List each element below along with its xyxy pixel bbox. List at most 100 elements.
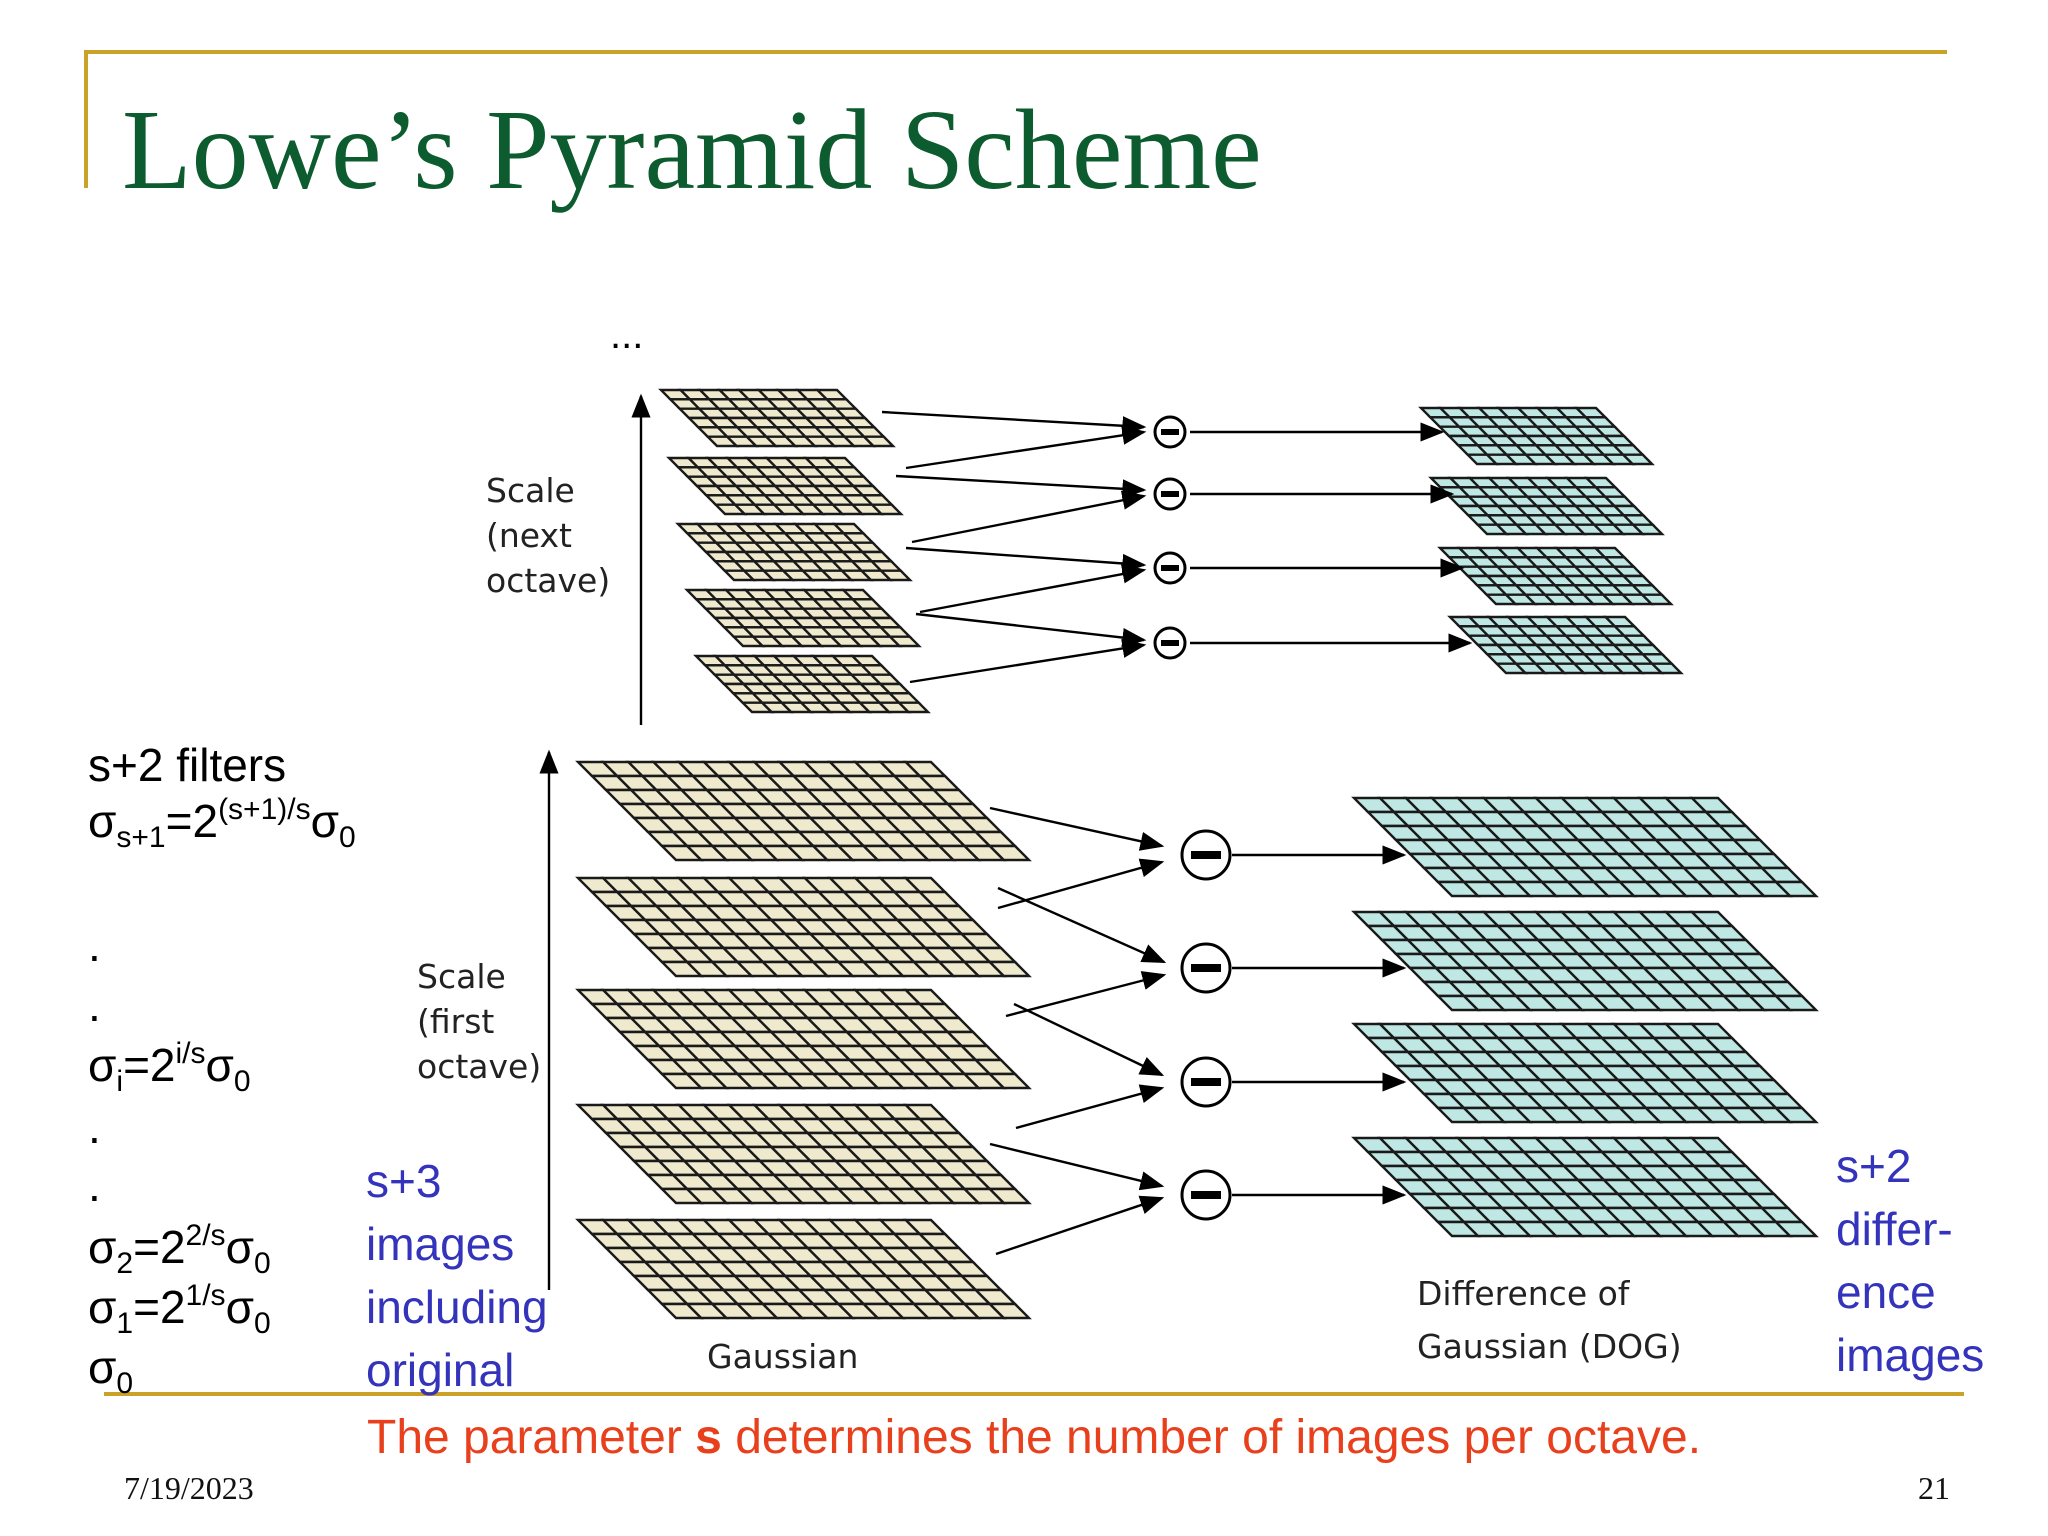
- minus-sign: [1161, 429, 1179, 435]
- dog-count-line-2: differ-: [1836, 1203, 1953, 1255]
- grid-cell: [1620, 453, 1655, 466]
- sigma-top-tail: σ: [310, 795, 339, 847]
- gaussian-count-line-2: images: [366, 1218, 515, 1270]
- sigma-1-sup: 1/s: [185, 1279, 226, 1312]
- f-layer-first-4: [575, 1103, 1032, 1205]
- grid-cell: [1773, 994, 1819, 1012]
- dog-count-line-1: s+2: [1836, 1140, 1912, 1192]
- connector-arrow: [895, 474, 1147, 499]
- ellipsis-dot-2: .: [88, 979, 101, 1031]
- grid-cell: [1639, 593, 1674, 606]
- gaussian-count-line-3: including: [366, 1281, 548, 1333]
- dog-label-line-2: Gaussian (DOG): [1417, 1327, 1682, 1366]
- f-layer-first-1: [575, 760, 1032, 862]
- sigma-1-sub: 1: [116, 1307, 134, 1340]
- grid-cell: [986, 960, 1032, 978]
- d-layer-next-3: [1437, 546, 1674, 606]
- gaussian-stack-next: [658, 388, 931, 714]
- grid-cell: [896, 701, 931, 714]
- sigma-0-base: σ: [88, 1341, 117, 1393]
- note-bold: s: [695, 1411, 722, 1464]
- connector-arrow: [1005, 971, 1167, 1018]
- ellipsis-dot-4: .: [88, 1159, 101, 1211]
- connector-arrow: [997, 886, 1167, 964]
- f-layer-first-3: [575, 988, 1032, 1090]
- d-layer-next-1: [1418, 406, 1655, 466]
- difference-operator-first-3: [1180, 1056, 1232, 1108]
- note-prefix: The parameter: [367, 1411, 696, 1464]
- connector-arrow: [881, 410, 1147, 436]
- minus-sign: [1191, 851, 1221, 859]
- sigma-i-eq: =2: [123, 1039, 176, 1091]
- connector-arrow: [905, 425, 1147, 470]
- minus-sign: [1161, 565, 1179, 571]
- sigma-0: σ0: [88, 1340, 133, 1399]
- filters-header: s+2 filters: [88, 739, 287, 791]
- dog-label: Difference of Gaussian (DOG): [1417, 1274, 1682, 1366]
- difference-operator-next-2: [1153, 477, 1187, 511]
- sigma-2-sub: 2: [116, 1247, 134, 1280]
- difference-operator-first-4: [1180, 1169, 1232, 1221]
- connector-arrow: [909, 638, 1147, 684]
- difference-operator-next-1: [1153, 415, 1187, 449]
- gaussian-count-line-1: s+3: [366, 1155, 442, 1207]
- gaussian-stack-first: [575, 760, 1032, 1320]
- difference-operator-next-4: [1153, 626, 1187, 660]
- connector-arrow: [995, 1195, 1165, 1256]
- sigma-top-sub: s+1: [116, 821, 166, 854]
- d-layer-next-4: [1447, 615, 1684, 675]
- note-suffix: determines the number of images per octa…: [721, 1411, 1702, 1464]
- slide-title: Lowe’s Pyramid Scheme: [122, 86, 1262, 213]
- grid-cell: [1630, 523, 1665, 536]
- grid-cell: [986, 1072, 1032, 1090]
- bottom-rule: [104, 1392, 1964, 1396]
- f-layer-next-2: [666, 456, 904, 516]
- connector-arrow: [911, 490, 1147, 544]
- sigma-i-sub: i: [116, 1065, 124, 1098]
- grid-cell: [1773, 880, 1819, 898]
- grid-cell: [861, 435, 896, 448]
- grid-cell: [986, 844, 1032, 862]
- ellipsis-dot-1: .: [88, 919, 101, 971]
- sigma-1-tail-sub: 0: [253, 1307, 271, 1340]
- grid-cell: [869, 503, 904, 516]
- sigma-top: σs+1=2(s+1)/sσ0: [88, 794, 356, 853]
- dog-label-line-1: Difference of: [1417, 1274, 1631, 1313]
- difference-operator-first-2: [1180, 942, 1232, 994]
- connector-arrow: [919, 564, 1147, 614]
- d-layer-next-2: [1428, 476, 1665, 536]
- scale-label-first-line-3: octave): [417, 1047, 541, 1086]
- grid-cell: [986, 1302, 1032, 1320]
- d-layer-first-2: [1351, 910, 1819, 1012]
- grid-cell: [1773, 1106, 1819, 1124]
- connector-arrow: [1013, 1002, 1165, 1077]
- connector-arrow: [989, 806, 1165, 851]
- grid-cell: [986, 1187, 1032, 1205]
- gaussian-count-line-4: original: [366, 1344, 515, 1396]
- d-layer-first-3: [1351, 1022, 1819, 1124]
- sigma-0-sub: 0: [116, 1367, 134, 1400]
- grid-cell: [1649, 662, 1684, 675]
- sigma-2-base: σ: [88, 1221, 117, 1273]
- sigma-1-tail: σ: [225, 1281, 254, 1333]
- sigma-i-sup: i/s: [175, 1037, 206, 1070]
- minus-sign: [1191, 1191, 1221, 1199]
- scale-label-first-line-1: Scale: [417, 957, 506, 996]
- f-layer-next-3: [675, 522, 913, 582]
- ellipsis: ...: [610, 313, 643, 357]
- dog-count-annotation: s+2 differ- ence images: [1836, 1135, 1984, 1387]
- scale-label-next: Scale (next octave): [486, 471, 610, 600]
- gaussian-label: Gaussian: [707, 1337, 858, 1376]
- f-layer-next-4: [684, 588, 922, 648]
- sigma-top-tail-sub: 0: [338, 821, 356, 854]
- left-rule: [84, 50, 88, 188]
- f-layer-first-2: [575, 876, 1032, 978]
- grid-cell: [878, 569, 913, 582]
- sigma-2-eq: =2: [133, 1221, 186, 1273]
- scale-label-next-line-2: (next: [486, 516, 572, 555]
- dog-count-line-4: images: [1836, 1329, 1985, 1381]
- minus-sign: [1161, 491, 1179, 497]
- ellipsis-dot-3: .: [88, 1101, 101, 1153]
- connector-arrows: [881, 410, 1473, 1256]
